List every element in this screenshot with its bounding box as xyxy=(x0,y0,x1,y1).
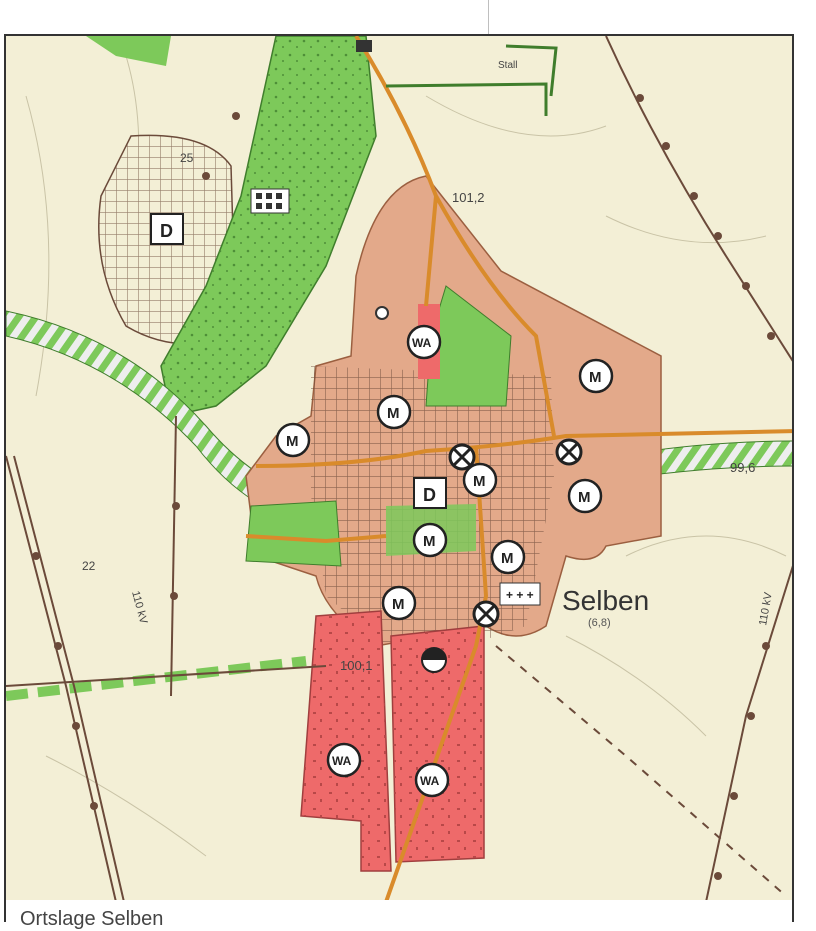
m-circle: M xyxy=(381,585,417,621)
m-label: M xyxy=(423,533,436,550)
wa-circle: WA xyxy=(406,324,442,360)
m-label: M xyxy=(286,433,299,450)
elevation-label: 99,6 xyxy=(730,460,755,475)
d-label: D xyxy=(160,221,173,241)
community-facility-d-center: D xyxy=(413,477,447,509)
m-circle: M xyxy=(412,522,448,558)
point-marker xyxy=(375,306,389,320)
m-label: M xyxy=(501,550,514,567)
wa-label: WA xyxy=(420,774,440,788)
map-caption-bar: Ortslage Selben xyxy=(4,900,794,930)
elevation-label: 100,1 xyxy=(340,658,373,673)
wa-circle: WA xyxy=(326,742,362,778)
land-use-map[interactable]: + + + D D M M M M M M M xyxy=(4,34,794,904)
m-label: M xyxy=(392,596,405,613)
m-label: M xyxy=(578,489,591,506)
forest-belt xyxy=(160,36,377,417)
stall-label: Stall xyxy=(498,60,517,71)
elevation-label: 101,2 xyxy=(452,190,485,205)
stall-building xyxy=(385,44,558,116)
mixed-use-markers: M M M M M M M M xyxy=(275,358,614,621)
wa-circle: WA xyxy=(414,762,450,798)
community-facility-d-west: D xyxy=(150,213,184,245)
sports-field-icon xyxy=(250,188,290,214)
cemetery-icon: + + + xyxy=(499,582,541,606)
m-label: M xyxy=(473,473,486,490)
wa-label: WA xyxy=(412,336,432,350)
residential-area-south xyxy=(300,610,485,872)
forest-area-top xyxy=(86,36,171,66)
m-circle: M xyxy=(578,358,614,394)
half-circle-icon xyxy=(421,647,447,673)
wa-label: WA xyxy=(332,754,352,768)
m-label: M xyxy=(387,405,400,422)
m-circle: M xyxy=(567,478,603,514)
voltage-label: 110 kV xyxy=(757,591,775,627)
map-canvas[interactable]: + + + D D M M M M M M M xyxy=(6,36,792,902)
svg-text:+ + +: + + + xyxy=(506,588,534,602)
map-caption: Ortslage Selben xyxy=(20,908,164,930)
pylon-markers xyxy=(32,94,775,880)
residential-markers: WA WA WA xyxy=(326,324,450,798)
m-circle: M xyxy=(490,539,526,575)
green-corridor-west xyxy=(6,656,307,701)
m-circle: M xyxy=(462,462,498,498)
voltage-label: 110 kV xyxy=(129,590,149,626)
m-circle: M xyxy=(376,394,412,430)
number-label: 22 xyxy=(82,559,96,573)
place-sub-label: (6,8) xyxy=(588,617,611,629)
m-label: M xyxy=(589,369,602,386)
crossing-icons xyxy=(448,438,583,628)
d-label: D xyxy=(423,485,436,505)
small-building-top xyxy=(356,40,372,52)
place-name-label: Selben xyxy=(562,585,649,616)
number-label: 25 xyxy=(180,151,194,165)
power-lines xyxy=(6,36,792,902)
m-circle: M xyxy=(275,422,311,458)
green-space-west xyxy=(245,500,342,567)
